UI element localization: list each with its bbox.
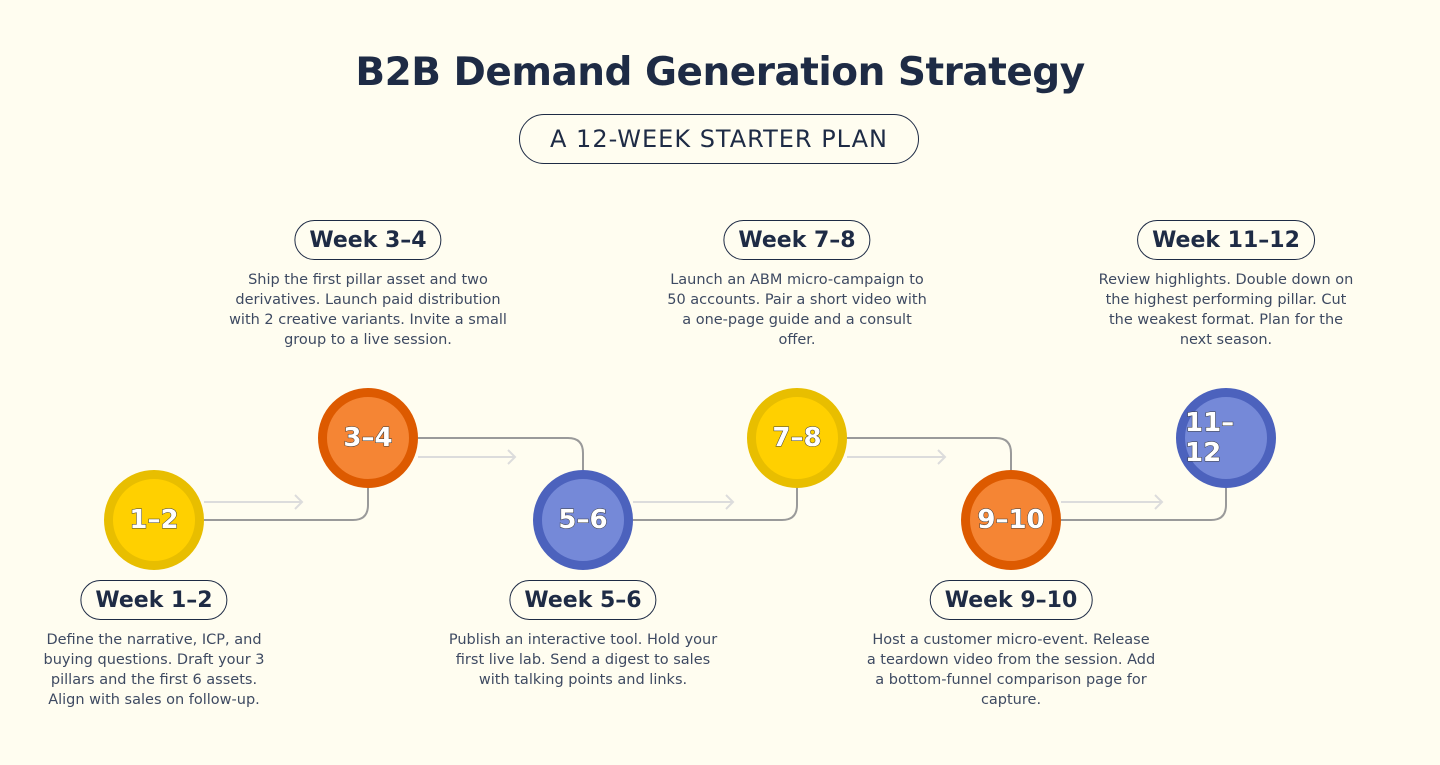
page-title: B2B Demand Generation Strategy: [355, 50, 1085, 95]
step-circle-2: 3–4: [318, 388, 418, 488]
week-label-5: Week 9–10: [929, 580, 1093, 620]
connector-lines: [204, 437, 1227, 521]
step-circle-5: 9–10: [961, 470, 1061, 570]
connector-1-2: [204, 488, 369, 521]
connector-3-4: [633, 488, 798, 521]
arrow-icon: [633, 494, 735, 510]
arrow-icon: [204, 494, 304, 510]
step-description-6: Review highlights. Double down on the hi…: [1098, 272, 1354, 348]
step-description-4: Launch an ABM micro-campaign to 50 accou…: [667, 272, 927, 348]
step-circle-1: 1–2: [104, 470, 204, 570]
arrow-icon: [1061, 494, 1164, 510]
subtitle-pill: A 12-WEEK STARTER PLAN: [519, 114, 919, 164]
connector-5-6: [1061, 488, 1227, 521]
connector-4-5: [847, 437, 1012, 470]
connector-2-3: [418, 437, 584, 470]
step-circle-6: 11–12: [1176, 388, 1276, 488]
arrow-icon: [847, 449, 947, 465]
step-circle-4: 7–8: [747, 388, 847, 488]
step-description-5: Host a customer micro-event. Release a t…: [866, 632, 1156, 708]
step-description-1: Define the narrative, ICP, and buying qu…: [43, 632, 265, 708]
week-label-4: Week 7–8: [723, 220, 871, 260]
arrow-icon: [418, 449, 517, 465]
arrows: [204, 449, 1164, 510]
week-label-1: Week 1–2: [80, 580, 228, 620]
step-circle-3: 5–6: [533, 470, 633, 570]
step-description-2: Ship the first pillar asset and two deri…: [229, 272, 507, 348]
week-label-3: Week 5–6: [509, 580, 657, 620]
week-label-6: Week 11–12: [1137, 220, 1315, 260]
step-description-3: Publish an interactive tool. Hold your f…: [448, 632, 718, 688]
week-label-2: Week 3–4: [294, 220, 442, 260]
